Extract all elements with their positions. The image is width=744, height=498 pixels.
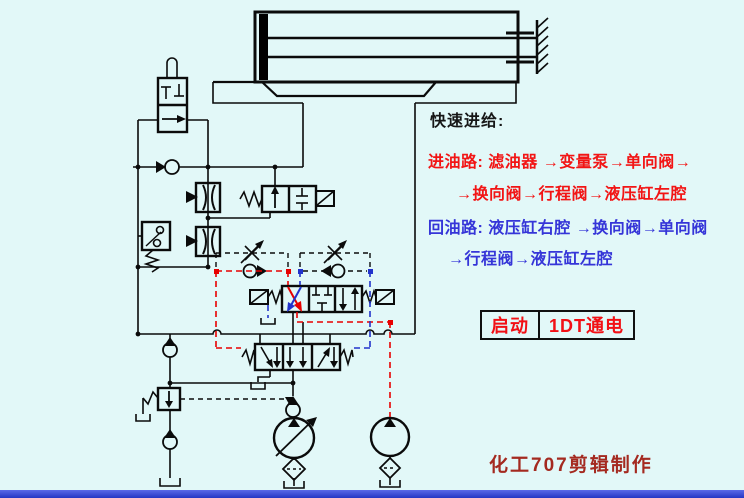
spring-icon [239,189,263,209]
pump-control-box [138,220,172,273]
phase-title: 快速进给: [430,113,505,130]
solenoid-icon [315,190,335,207]
pipe-junctions [135,164,296,386]
bottom-bar [0,490,744,498]
check-valve-left-1 [162,337,178,358]
return-path-line2: →行程阀→液压缸左腔 [448,251,614,268]
one-way-throttle-left-symbols [240,240,267,279]
tank-icon [283,481,305,489]
check-valve-left-2 [162,429,178,450]
hydraulic-cylinder [253,10,549,84]
plunger-icon [166,57,178,64]
pilot-solenoid-valve [239,184,335,214]
tank-icon [250,382,266,390]
stroke-valve [156,57,189,134]
travel-valve [241,342,354,390]
relief-valve [135,386,293,422]
status-box: 启动 1DT通电 [480,310,636,340]
return-path-line1: 回油路: 液压缸右腔 →换向阀→单向阀 [428,220,708,237]
piston [259,14,268,80]
inlet-path-line2: →换向阀→行程阀→液压缸左腔 [456,186,688,203]
tank-icon [260,318,276,325]
flow-node-dots [214,269,393,325]
oil-filter-1 [281,456,307,482]
credit-text: 化工707剪辑制作 [489,455,653,476]
main-directional-valve [249,284,395,325]
throttle-valve-1 [186,181,222,214]
tank-icon [159,478,181,487]
inlet-path-line1: 进油路: 滤油器 →变量泵→单向阀→ [428,154,692,171]
throttle-valve-2 [186,225,222,258]
one-way-throttle-right-symbols [321,240,347,279]
status-signal-label: 1DT通电 [549,316,625,336]
tank-icon [135,414,151,422]
worktable [212,80,517,104]
check-valve-upper [156,159,180,175]
solenoid-2dt-icon [375,289,395,305]
status-action-label: 启动 [482,312,540,338]
oil-filter-2 [378,456,402,480]
fixed-pump [369,416,411,458]
spring-icon [143,249,161,273]
pressure-flow-lines [215,270,391,417]
variable-pump [272,416,317,460]
tank-icon [379,480,401,488]
fixed-wall-anchor [535,17,549,74]
